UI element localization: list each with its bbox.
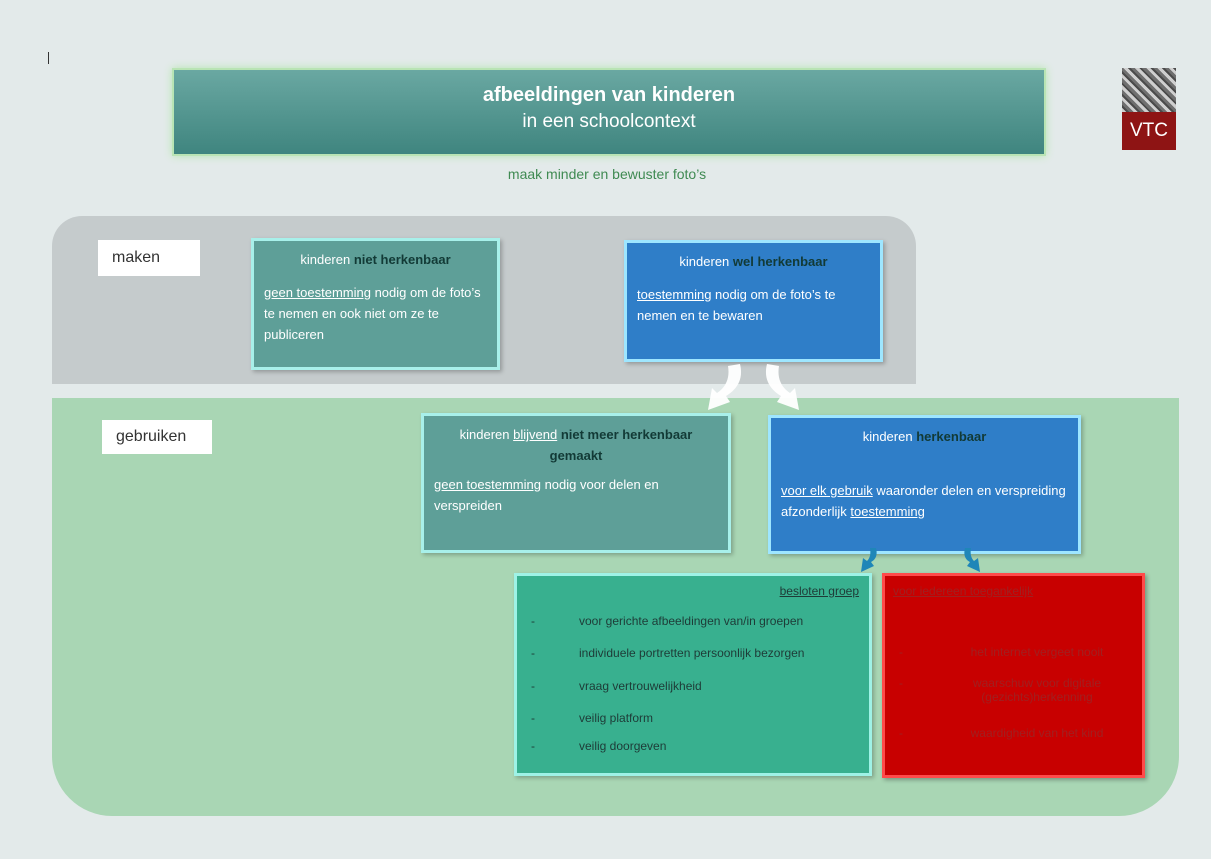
body-underlined: toestemming <box>637 287 712 302</box>
list-marker: - <box>899 645 903 659</box>
list-marker: - <box>899 726 903 740</box>
text-cursor <box>48 52 49 64</box>
vtc-logo: VTC <box>1122 68 1176 150</box>
list-marker: - <box>531 739 535 753</box>
heading-emphasis: herkenbaar <box>916 429 987 444</box>
logo-photo <box>1122 68 1176 116</box>
box-body: toestemming nodig om de foto’s te nemen … <box>627 284 880 326</box>
heading-underlined: blijvend <box>513 427 558 442</box>
heading-text: kinderen <box>300 252 354 267</box>
list-marker: - <box>531 679 535 693</box>
section-label-maken: maken <box>98 240 200 276</box>
curved-arrow-right-icon <box>765 364 799 410</box>
title-line-2: in een schoolcontext <box>522 111 696 132</box>
public-heading: voor iedereen toegankelijk <box>893 584 1034 598</box>
subtitle: maak minder en bewuster foto’s <box>507 166 707 182</box>
closed-group-heading: besloten groep <box>779 584 859 598</box>
list-item-text: waardigheid van het kind <box>970 726 1104 740</box>
list-item-text: veilig doorgeven <box>579 739 667 753</box>
logo-text: VTC <box>1122 112 1176 150</box>
list-item-text: het internet vergeet nooit <box>970 645 1104 659</box>
heading-emphasis: niet herkenbaar <box>353 252 451 267</box>
box-recognizable: kinderen wel herkenbaar toestemming nodi… <box>624 240 883 362</box>
list-marker: - <box>531 646 535 660</box>
body-text: nodig om de foto’s te nemen en ook niet … <box>264 285 481 342</box>
box-recognizable-usage: kinderen herkenbaar voor elk gebruik waa… <box>768 415 1081 554</box>
list-item-text: individuele portretten persoonlijk bezor… <box>579 646 805 660</box>
heading-text: kinderen <box>862 429 917 444</box>
box-not-recognizable: kinderen niet herkenbaar geen toestemmin… <box>251 238 500 370</box>
list-item-text: veilig platform <box>579 711 654 725</box>
curved-arrow-left-icon <box>708 364 742 410</box>
body-underlined: geen toestemming <box>264 285 371 300</box>
list-marker: - <box>531 614 535 628</box>
box-body: geen toestemming nodig voor delen en ver… <box>424 474 728 516</box>
body-text: nodig voor delen en verspreiden <box>434 477 659 513</box>
body-text: nodig om de foto’s te nemen en te beware… <box>637 287 836 323</box>
box-body: geen toestemming nodig om de foto’s te n… <box>254 282 497 345</box>
heading-line-2: gemaakt <box>549 448 603 463</box>
body-underlined-2: toestemming <box>850 504 925 519</box>
list-item-text: voor gerichte afbeeldingen van/in groepe… <box>579 614 804 628</box>
box-permanently-unrecognizable: kinderen blijvend niet meer herkenbaar ge… <box>421 413 731 553</box>
box-closed-group: besloten groep - voor gerichte afbeelding… <box>514 573 872 776</box>
list-item-text: waarschuw voor digitale (gezichts)herken… <box>972 676 1102 704</box>
heading-text: kinderen <box>459 427 514 442</box>
heading-emphasis: wel herkenbaar <box>732 254 828 269</box>
box-public-access: voor iedereen toegankelijk - het internet… <box>882 573 1145 778</box>
heading-text: kinderen <box>679 254 733 269</box>
curved-arrow-down-left-icon <box>861 548 877 572</box>
title-line-1: afbeeldingen van kinderen <box>482 84 736 106</box>
box-heading: kinderen herkenbaar <box>771 426 1078 447</box>
list-marker: - <box>899 676 903 690</box>
box-heading: kinderen niet herkenbaar <box>254 249 497 270</box>
body-text: waaronder delen en verspreiding afzonder… <box>781 483 1066 519</box>
body-underlined: geen toestemming <box>434 477 541 492</box>
list-marker: - <box>531 711 535 725</box>
section-label-gebruiken: gebruiken <box>102 420 212 454</box>
heading-emphasis: niet meer herkenbaar <box>557 427 693 442</box>
body-underlined-1: voor elk gebruik <box>781 483 873 498</box>
curved-arrow-down-right-icon <box>964 548 980 572</box>
box-heading: kinderen wel herkenbaar <box>627 251 880 272</box>
box-heading: kinderen blijvend niet meer herkenbaar ge… <box>424 424 728 466</box>
title-banner: afbeeldingen van kinderen in een schoolc… <box>172 68 1046 156</box>
box-body: voor elk gebruik waaronder delen en vers… <box>771 480 1078 522</box>
list-item-text: vraag vertrouwelijkheid <box>579 679 702 693</box>
